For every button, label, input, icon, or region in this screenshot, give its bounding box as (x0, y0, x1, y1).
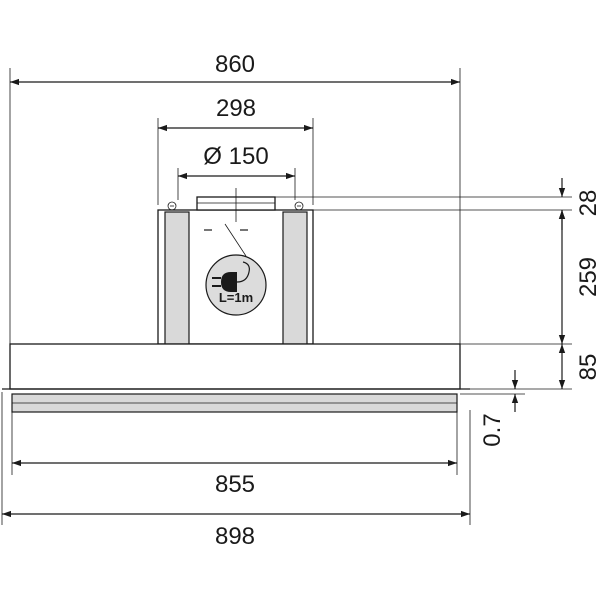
dim-28-label: 28 (575, 190, 600, 217)
power-plug-icon: L=1m (205, 254, 267, 316)
dim-diameter-150: Ø 150 (178, 143, 295, 180)
dim-85-label: 85 (575, 354, 600, 381)
dim-85: 85 (558, 344, 600, 389)
canopy (2, 343, 470, 413)
dim-855-label: 855 (215, 471, 255, 498)
dim-259-label: 259 (575, 257, 600, 297)
dim-298-label: 298 (216, 95, 256, 122)
dim-855: 855 (12, 459, 457, 498)
cable-length-label: L=1m (219, 290, 253, 305)
dim-860: 860 (10, 51, 460, 86)
dim-0-7-label: 0.7 (479, 413, 506, 446)
dim-898-label: 898 (215, 523, 255, 550)
dim-860-label: 860 (215, 51, 255, 78)
dim-259: 259 (558, 210, 600, 344)
dim-28: 28 (558, 178, 600, 230)
dim-0-7: 0.7 (479, 370, 519, 447)
dim-150-label: Ø 150 (203, 143, 268, 170)
dim-898: 898 (2, 510, 470, 550)
dim-298: 298 (158, 95, 313, 132)
power-cable (224, 223, 247, 257)
duct-collar (196, 188, 276, 222)
extension-lines (1, 68, 572, 525)
